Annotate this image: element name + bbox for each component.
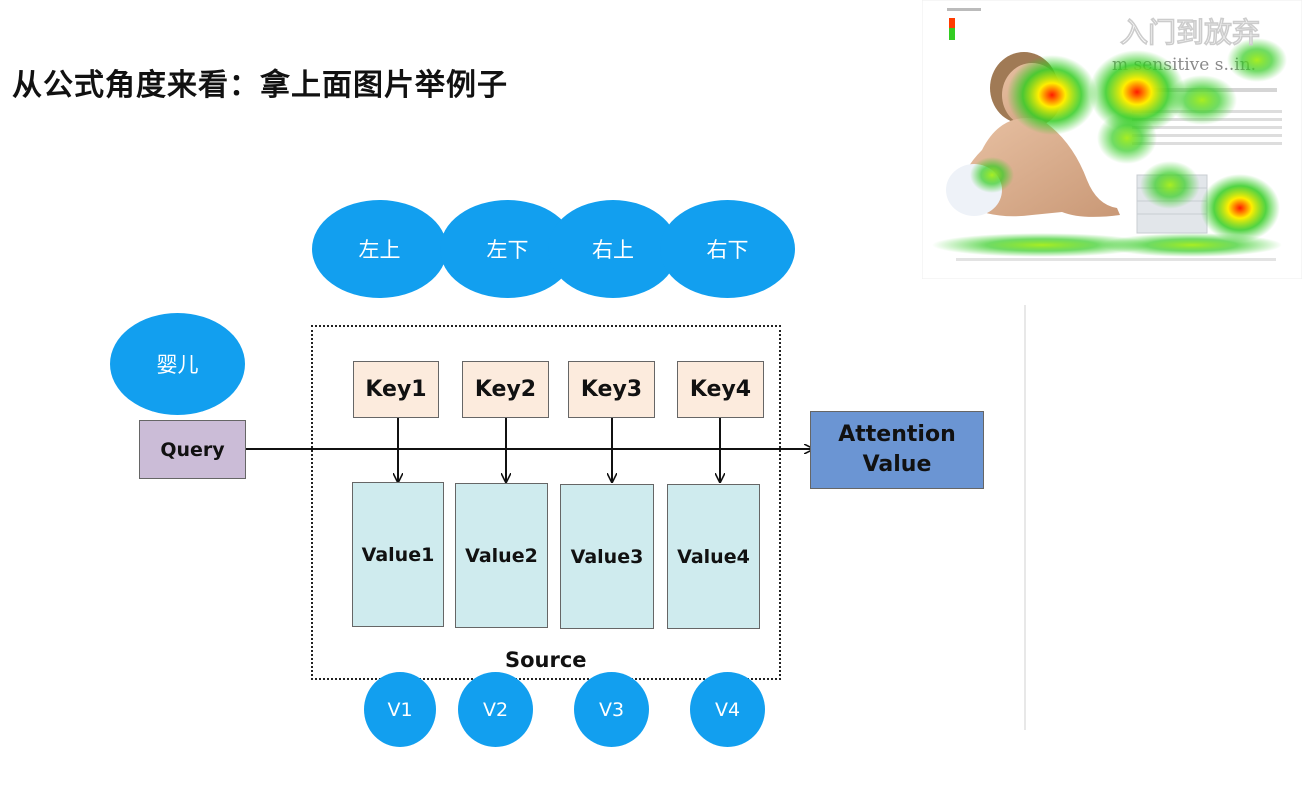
region-top-left: 左上: [312, 200, 447, 298]
v4-circle: V4: [690, 672, 765, 747]
baby-heatmap-image: m sensitive s..in. 入门到放弃: [922, 0, 1302, 279]
attention-value-box: Attention Value: [810, 411, 984, 489]
v1-circle: V1: [364, 672, 436, 747]
region-top-right: 右上: [548, 200, 678, 298]
value3-box: Value3: [560, 484, 654, 629]
v2-circle: V2: [458, 672, 533, 747]
query-box: Query: [139, 420, 246, 479]
attention-value-line1: Attention: [838, 422, 956, 447]
region-bottom-right: 右下: [660, 200, 795, 298]
source-label: Source: [505, 648, 587, 672]
subject-baby: 婴儿: [110, 313, 245, 415]
key4-box: Key4: [677, 361, 764, 418]
key3-box: Key3: [568, 361, 655, 418]
value2-box: Value2: [455, 483, 548, 628]
v3-circle: V3: [574, 672, 649, 747]
value1-box: Value1: [352, 482, 444, 627]
key2-box: Key2: [462, 361, 549, 418]
source-frame: [311, 325, 781, 680]
key1-box: Key1: [353, 361, 439, 418]
value4-box: Value4: [667, 484, 760, 629]
slide-title: 从公式角度来看：拿上面图片举例子: [12, 68, 508, 103]
heatmap-overlay-text: 入门到放弃: [1120, 16, 1260, 49]
attention-value-line2: Value: [862, 452, 932, 477]
right-divider: [1024, 305, 1026, 730]
